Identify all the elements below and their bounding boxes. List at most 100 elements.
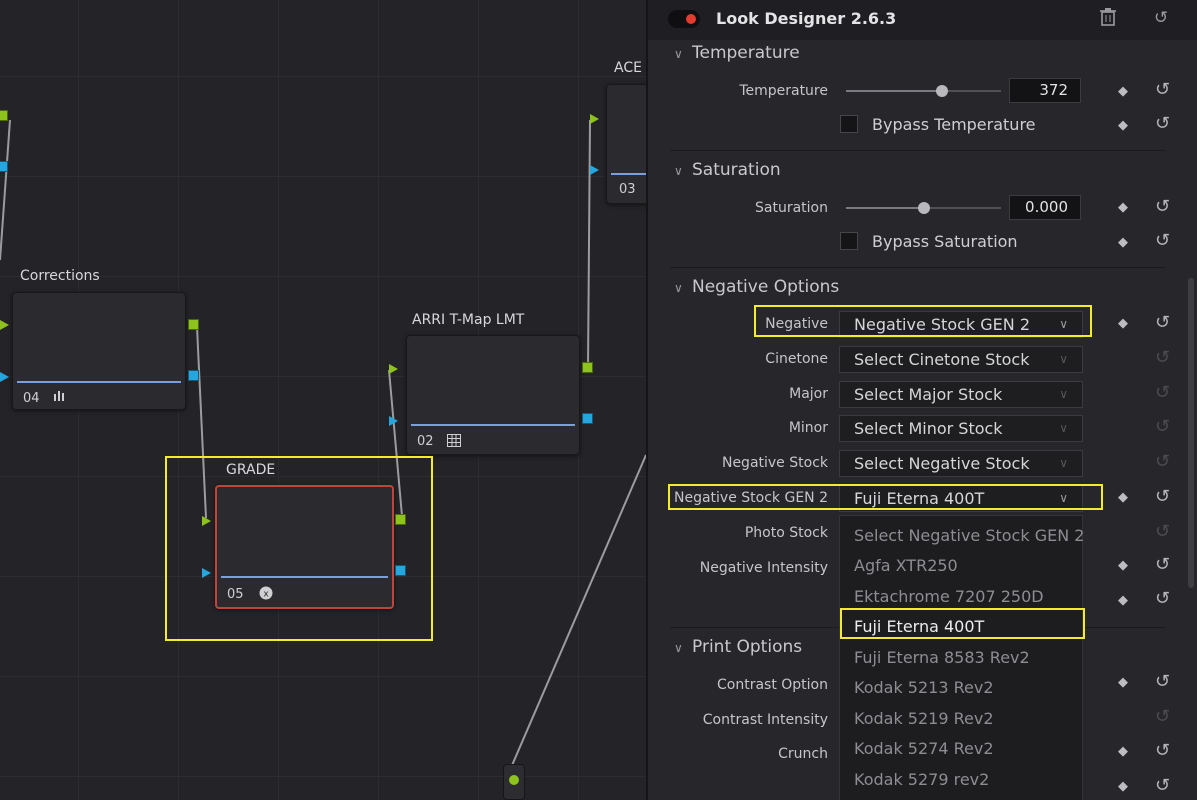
reset-all-icon[interactable]: ↺ bbox=[1154, 8, 1169, 28]
dropdown-option-selected[interactable]: Fuji Eterna 400T bbox=[854, 617, 985, 636]
input-port-green[interactable] bbox=[202, 516, 211, 526]
negative-label: Negative bbox=[765, 316, 828, 332]
node-number: 03 bbox=[619, 182, 636, 197]
dropdown-option[interactable]: Kodak 5274 Rev2 bbox=[854, 739, 994, 758]
keyframe-diamond-icon[interactable]: ◆ bbox=[1118, 118, 1128, 133]
output-port-green[interactable] bbox=[395, 514, 406, 525]
keyframe-diamond-icon[interactable]: ◆ bbox=[1118, 490, 1128, 505]
keyframe-diamond-icon[interactable]: ◆ bbox=[1118, 779, 1128, 794]
dropdown-option[interactable]: Agfa XTR250 bbox=[854, 556, 958, 575]
bypass-temperature-checkbox[interactable] bbox=[840, 115, 858, 133]
reset-icon[interactable]: ↺ bbox=[1155, 775, 1171, 796]
node-progress-bar bbox=[221, 576, 388, 578]
output-port-green[interactable] bbox=[188, 319, 199, 330]
dropdown-option[interactable]: Ektachrome 7207 250D bbox=[854, 587, 1044, 606]
negative-stock-dropdown[interactable]: Select Negative Stock∨ bbox=[839, 450, 1083, 477]
reset-icon[interactable]: ↺ bbox=[1155, 521, 1171, 542]
node-progress-bar bbox=[611, 173, 646, 175]
dropdown-option[interactable]: Kodak 5219 Rev2 bbox=[854, 709, 994, 728]
output-port-green[interactable] bbox=[582, 362, 593, 373]
node-label-aces: ACE bbox=[614, 60, 642, 76]
section-negative-options[interactable]: ∨Negative Options bbox=[674, 277, 840, 297]
input-port-blue[interactable] bbox=[389, 416, 398, 426]
keyframe-diamond-icon[interactable]: ◆ bbox=[1118, 593, 1128, 608]
minor-dropdown[interactable]: Select Minor Stock∨ bbox=[839, 415, 1083, 442]
bypass-saturation-checkbox[interactable] bbox=[840, 232, 858, 250]
section-temperature[interactable]: ∨Temperature bbox=[674, 43, 800, 63]
output-port-blue[interactable] bbox=[188, 370, 199, 381]
bypass-saturation-label: Bypass Saturation bbox=[872, 232, 1018, 251]
reset-icon[interactable]: ↺ bbox=[1155, 382, 1171, 403]
reset-icon[interactable]: ↺ bbox=[1155, 230, 1171, 251]
reset-icon[interactable]: ↺ bbox=[1155, 486, 1171, 507]
major-dropdown[interactable]: Select Major Stock∨ bbox=[839, 381, 1083, 408]
section-saturation[interactable]: ∨Saturation bbox=[674, 160, 781, 180]
output-port-blue[interactable] bbox=[582, 413, 593, 424]
media-output-node[interactable] bbox=[503, 764, 525, 800]
reset-icon[interactable]: ↺ bbox=[1155, 196, 1171, 217]
node-progress-bar bbox=[411, 424, 575, 426]
trash-icon[interactable] bbox=[1100, 8, 1116, 31]
dropdown-option[interactable]: Kodak 5279 rev2 bbox=[854, 770, 990, 789]
reset-icon[interactable]: ↺ bbox=[1155, 113, 1171, 134]
reset-icon[interactable]: ↺ bbox=[1155, 416, 1171, 437]
reset-icon[interactable]: ↺ bbox=[1155, 671, 1171, 692]
reset-icon[interactable]: ↺ bbox=[1155, 740, 1171, 761]
keyframe-diamond-icon[interactable]: ◆ bbox=[1118, 675, 1128, 690]
dropdown-option[interactable]: Fuji Eterna 8583 Rev2 bbox=[854, 648, 1030, 667]
reset-icon[interactable]: ↺ bbox=[1155, 588, 1171, 609]
keyframe-diamond-icon[interactable]: ◆ bbox=[1118, 316, 1128, 331]
chevron-down-icon: ∨ bbox=[1059, 421, 1068, 435]
negative-stock-gen2-dropdown[interactable]: Fuji Eterna 400T∨ bbox=[839, 485, 1083, 512]
output-port-blue[interactable] bbox=[395, 565, 406, 576]
enable-toggle[interactable] bbox=[668, 10, 700, 28]
output-dot[interactable] bbox=[509, 775, 519, 785]
node-grade[interactable]: 05 x bbox=[215, 485, 394, 609]
node-number: 02 bbox=[417, 434, 434, 449]
negative-dropdown[interactable]: Negative Stock GEN 2∨ bbox=[839, 311, 1083, 338]
reset-icon[interactable]: ↺ bbox=[1155, 347, 1171, 368]
negative-stock-gen2-options-list: Select Negative Stock GEN 2 Agfa XTR250 … bbox=[839, 515, 1085, 800]
slider-knob[interactable] bbox=[917, 202, 930, 214]
panel-scrollbar[interactable] bbox=[1188, 278, 1194, 588]
saturation-slider[interactable] bbox=[846, 202, 1001, 214]
reset-icon[interactable]: ↺ bbox=[1155, 451, 1171, 472]
input-port-green[interactable] bbox=[590, 114, 599, 124]
node-corrections[interactable]: 04 bbox=[12, 292, 186, 410]
section-separator bbox=[670, 267, 1165, 268]
keyframe-diamond-icon[interactable]: ◆ bbox=[1118, 84, 1128, 99]
reset-icon[interactable]: ↺ bbox=[1155, 79, 1171, 100]
dropdown-option[interactable]: Kodak 5213 Rev2 bbox=[854, 678, 994, 697]
node-progress-bar bbox=[17, 381, 181, 383]
node-aces[interactable]: 03 bbox=[606, 84, 646, 204]
negative-intensity-label: Negative Intensity bbox=[699, 560, 828, 576]
slider-knob[interactable] bbox=[936, 85, 949, 97]
input-port-green[interactable] bbox=[0, 320, 9, 330]
temperature-slider[interactable] bbox=[846, 85, 1001, 97]
node-graph[interactable]: Corrections 04 ARRI T-Map LMT 02 GRADE 0… bbox=[0, 0, 646, 800]
keyframe-diamond-icon[interactable]: ◆ bbox=[1118, 200, 1128, 215]
input-port-blue[interactable] bbox=[202, 568, 211, 578]
reset-icon[interactable]: ↺ bbox=[1155, 706, 1171, 727]
reset-icon[interactable]: ↺ bbox=[1155, 312, 1171, 333]
keyframe-diamond-icon[interactable]: ◆ bbox=[1118, 235, 1128, 250]
saturation-value-field[interactable]: 0.000 bbox=[1009, 195, 1081, 220]
dropdown-option[interactable]: Select Negative Stock GEN 2 bbox=[854, 526, 1085, 545]
output-port-green[interactable] bbox=[0, 110, 8, 121]
reset-icon[interactable]: ↺ bbox=[1155, 554, 1171, 575]
section-print-options[interactable]: ∨Print Options bbox=[674, 637, 803, 657]
node-arri-tmap[interactable]: 02 bbox=[406, 335, 580, 455]
panel-divider[interactable] bbox=[646, 0, 648, 800]
keyframe-diamond-icon[interactable]: ◆ bbox=[1118, 744, 1128, 759]
slider-fill bbox=[846, 207, 924, 209]
keyframe-diamond-icon[interactable]: ◆ bbox=[1118, 558, 1128, 573]
temperature-value-field[interactable]: 372 bbox=[1009, 78, 1081, 103]
input-port-green[interactable] bbox=[389, 364, 398, 374]
input-port-blue[interactable] bbox=[590, 165, 599, 175]
input-port-blue[interactable] bbox=[0, 372, 9, 382]
cinetone-dropdown[interactable]: Select Cinetone Stock∨ bbox=[839, 346, 1083, 373]
output-port-blue[interactable] bbox=[0, 161, 8, 172]
grid-icon bbox=[447, 434, 461, 451]
svg-text:x: x bbox=[263, 590, 269, 600]
chevron-down-icon: ∨ bbox=[674, 641, 683, 655]
